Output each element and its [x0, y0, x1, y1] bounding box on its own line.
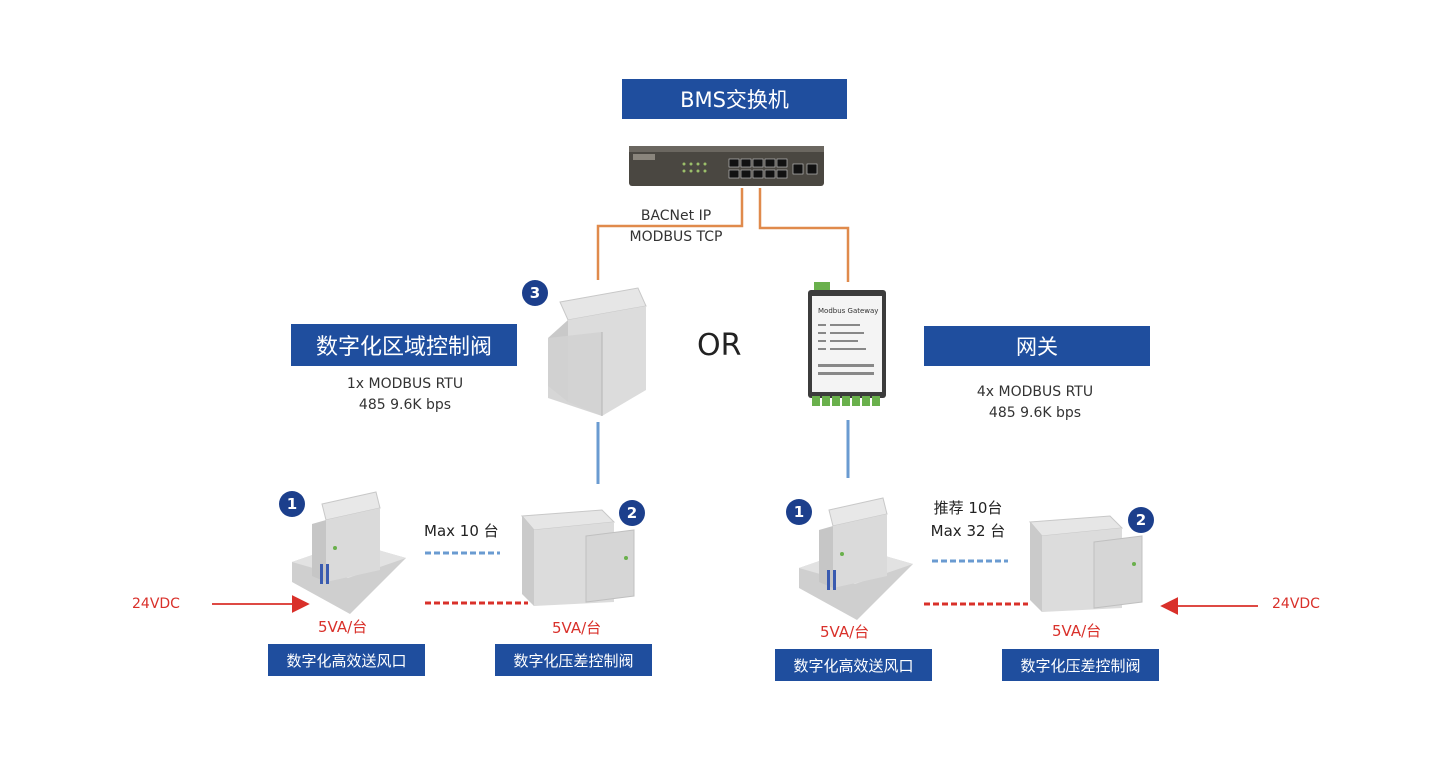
right-power-input: 24VDC: [1272, 596, 1320, 612]
cable-right: [758, 188, 850, 282]
network-switch: [629, 144, 824, 188]
zone-control-valve-device: [540, 280, 652, 420]
protocol-text-top: BACNet IP MODBUS TCP: [629, 208, 723, 245]
right-bus-spec: 4x MODBUS RTU 485 9.6K bps: [976, 384, 1094, 421]
gateway-label: 网关: [924, 326, 1150, 366]
gateway-screen-text: Modbus Gateway: [818, 307, 879, 315]
badge-zone-valve: 3: [522, 280, 548, 306]
pressure-valve-device-right: [1024, 512, 1150, 614]
supply-power-right: 5VA/台: [820, 623, 870, 641]
supply-outlet-device-left: [290, 486, 408, 616]
pressure-valve-label-left: 数字化压差控制阀: [495, 644, 652, 676]
left-max-label: Max 10 台: [424, 522, 499, 540]
right-quantity-labels: 推荐 10台 Max 32 台: [930, 499, 1006, 540]
or-label: OR: [697, 328, 742, 363]
pressure-valve-device-left: [516, 506, 642, 608]
pressure-power-right: 5VA/台: [1052, 622, 1102, 640]
badge-supply-left: 1: [279, 491, 305, 517]
badge-supply-right: 1: [786, 499, 812, 525]
badge-pressure-left: 2: [619, 500, 645, 526]
zone-valve-label: 数字化区域控制阀: [291, 324, 517, 366]
supply-outlet-label-left: 数字化高效送风口: [268, 644, 425, 676]
badge-pressure-right: 2: [1128, 507, 1154, 533]
cable-left: [596, 188, 744, 280]
switch-label: BMS交换机: [622, 79, 847, 119]
pressure-power-left: 5VA/台: [552, 619, 602, 637]
pressure-valve-label-right: 数字化压差控制阀: [1002, 649, 1159, 681]
supply-power-left: 5VA/台: [318, 618, 368, 636]
modbus-gateway-device: Modbus Gateway: [806, 280, 888, 410]
supply-outlet-device-right: [797, 492, 915, 622]
left-power-input: 24VDC: [132, 596, 180, 612]
supply-outlet-label-right: 数字化高效送风口: [775, 649, 932, 681]
left-bus-spec: 1x MODBUS RTU 485 9.6K bps: [346, 376, 464, 413]
